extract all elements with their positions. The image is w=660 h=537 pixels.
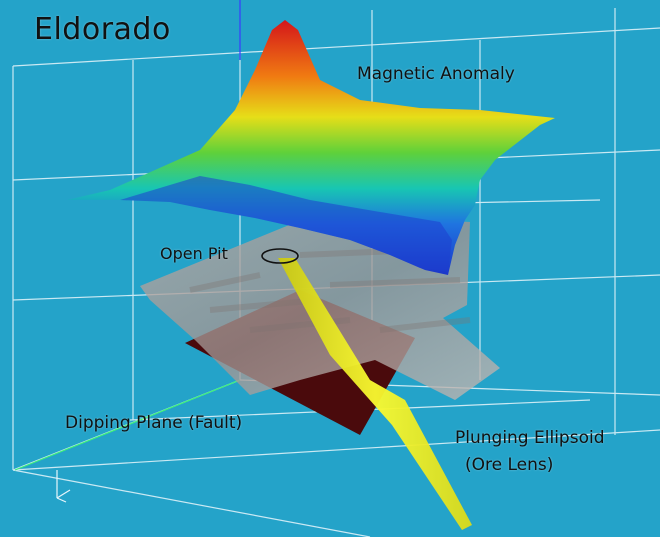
- open-pit-label: Open Pit: [160, 244, 228, 263]
- surface-low-band: [120, 176, 452, 272]
- imagery-texture: [189, 247, 471, 333]
- ore-lens-label-line2: (Ore Lens): [465, 455, 554, 475]
- scene-title: Eldorado: [34, 12, 171, 47]
- ore-lens-ellipsoid[interactable]: [278, 258, 472, 530]
- open-pit-marker[interactable]: [261, 248, 299, 264]
- ore-lens-label-line1: Plunging Ellipsoid: [455, 428, 605, 448]
- y-axis-line: [14, 379, 241, 471]
- magnetic-anomaly-surface[interactable]: [67, 20, 555, 275]
- magnetic-anomaly-label: Magnetic Anomaly: [357, 64, 515, 84]
- axis-triad-icon: [56, 470, 71, 503]
- fault-label: Dipping Plane (Fault): [65, 413, 243, 433]
